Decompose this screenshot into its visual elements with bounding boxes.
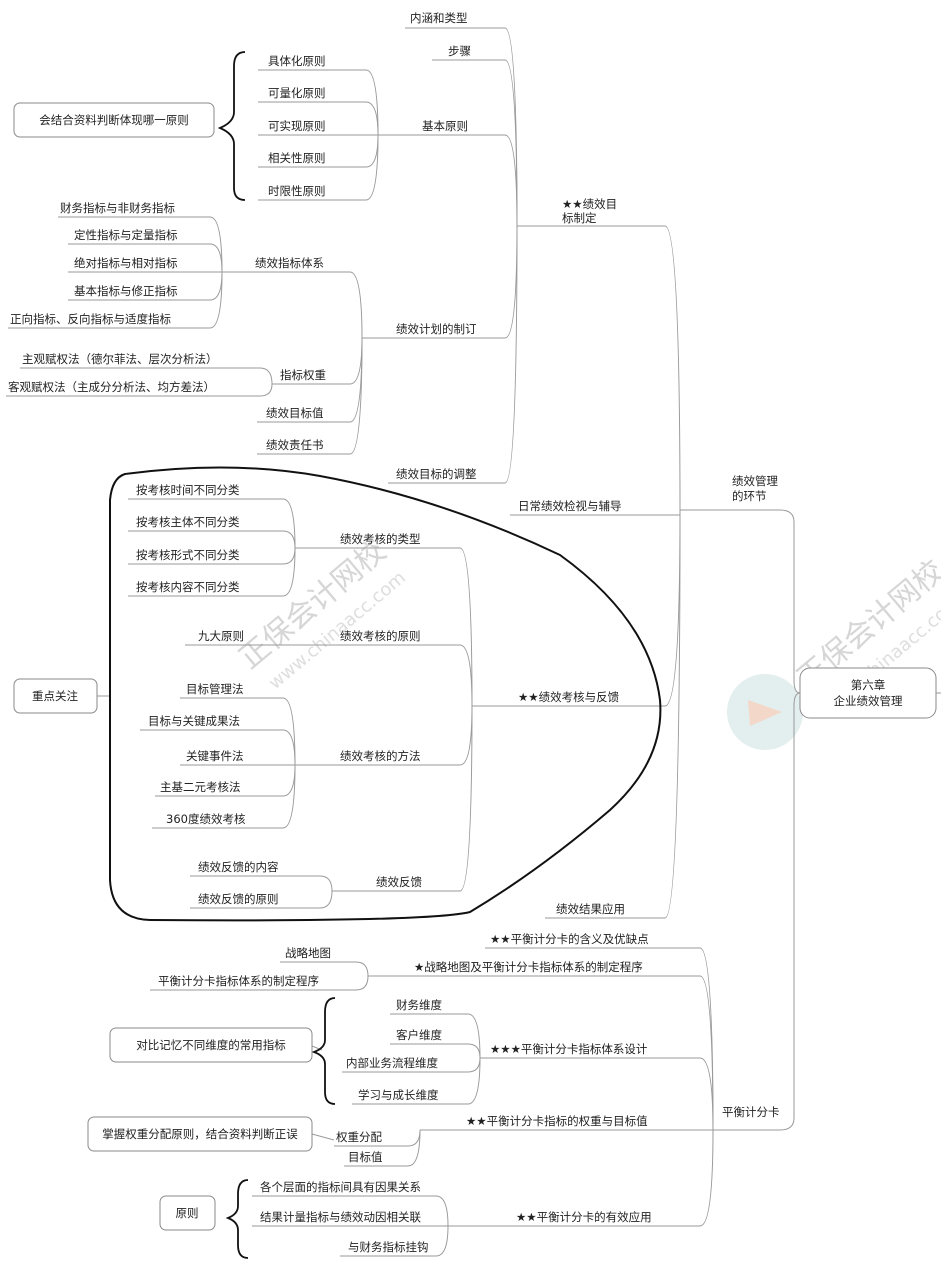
weight-method: 客观赋权法（主成分分析法、均方差法）: [8, 380, 215, 394]
indicator-item: 定性指标与定量指标: [74, 228, 178, 242]
bsc-effective: ★★平衡计分卡的有效应用: [516, 1210, 652, 1224]
bsc-meaning: ★★平衡计分卡的含义及优缺点: [490, 932, 649, 946]
review-title: ★★绩效考核与反馈: [518, 690, 620, 704]
plan-formulation: 绩效计划的制订: [396, 322, 477, 336]
weight-method: 主观赋权法（德尔菲法、层次分析法）: [22, 352, 218, 366]
monitor: 日常绩效检视与辅导: [518, 499, 622, 513]
review-type-item: 按考核形式不同分类: [136, 548, 240, 562]
branch-bsc: 平衡计分卡: [722, 1105, 780, 1119]
review-type-item: 按考核主体不同分类: [136, 515, 240, 529]
review-feedback-item: 绩效反馈的原则: [198, 892, 279, 906]
plan-title-line-2: 标制定: [562, 211, 597, 225]
plan-adjust: 绩效目标的调整: [396, 467, 477, 481]
review-feedback-item: 绩效反馈的内容: [198, 860, 279, 874]
brace-principles: [217, 51, 246, 201]
bsc-weight-item: 权重分配: [336, 1130, 382, 1144]
plan-connotation: 内涵和类型: [410, 11, 468, 25]
indicator-item: 财务指标与非财务指标: [60, 201, 175, 215]
note-dimension-text: 对比记忆不同维度的常用指标: [136, 1038, 286, 1052]
branch-cycle-line-2: 的环节: [732, 489, 767, 503]
focus-highlight: [109, 466, 662, 922]
root-node[interactable]: 第六章 企业绩效管理: [799, 667, 937, 719]
bsc-strategy-item: 战略地图: [285, 946, 331, 960]
note-focus[interactable]: 重点关注: [13, 678, 98, 714]
principle-item: 具体化原则: [268, 54, 326, 68]
plan-basic-principle: 基本原则: [422, 119, 468, 133]
review-method-item: 目标管理法: [186, 682, 244, 696]
principle-item: 时限性原则: [268, 184, 326, 198]
review-types-title: 绩效考核的类型: [340, 532, 421, 546]
review-feedback-title: 绩效反馈: [376, 875, 422, 889]
indicator-item: 基本指标与修正指标: [74, 284, 178, 298]
review-method-item: 主基二元考核法: [160, 780, 241, 794]
branch-cycle-line-1: 绩效管理: [732, 474, 778, 488]
plan-steps: 步骤: [448, 44, 471, 58]
bsc-dimension-item: 财务维度: [396, 998, 442, 1012]
bsc-effective-item: 各个层面的指标间具有因果关系: [260, 1180, 421, 1194]
review-type-item: 按考核内容不同分类: [136, 580, 240, 594]
note-principle[interactable]: 会结合资料判断体现哪一原则: [13, 102, 215, 138]
plan-title-line-1: ★★绩效目: [562, 197, 617, 211]
bsc-design: ★★★平衡计分卡指标体系设计: [490, 1042, 648, 1056]
bsc-strategy: ★战略地图及平衡计分卡指标体系的制定程序: [414, 960, 643, 974]
principle-item: 可实现原则: [268, 119, 326, 133]
review-method-item: 关键事件法: [186, 749, 244, 763]
bsc-effective-item: 与财务指标挂钩: [348, 1240, 429, 1254]
review-method-item: 目标与关键成果法: [148, 714, 240, 728]
brace-dimensions: [311, 997, 336, 1105]
review-methods-title: 绩效考核的方法: [340, 749, 421, 763]
plan-weight: 指标权重: [280, 368, 326, 382]
review-nine: 九大原则: [198, 629, 244, 643]
bsc-strategy-item: 平衡计分卡指标体系的制定程序: [158, 974, 319, 988]
plan-indicator-system: 绩效指标体系: [255, 256, 324, 270]
bsc-weight-title: ★★平衡计分卡指标的权重与目标值: [466, 1114, 648, 1128]
plan-target-value: 绩效目标值: [266, 406, 324, 420]
root-line-1: 第六章: [851, 678, 886, 692]
bsc-dimension-item: 内部业务流程维度: [346, 1056, 438, 1070]
root-line-2: 企业绩效管理: [834, 694, 903, 708]
indicator-item: 正向指标、反向指标与适度指标: [10, 312, 171, 326]
bsc-effective-item: 结果计量指标与绩效动因相关联: [260, 1210, 421, 1224]
apply: 绩效结果应用: [556, 902, 625, 916]
note-weight-text: 掌握权重分配原则，结合资料判断正误: [102, 1127, 298, 1141]
note-focus-text: 重点关注: [32, 689, 78, 703]
bsc-weight-item: 目标值: [348, 1150, 383, 1164]
bsc-dimension-item: 学习与成长维度: [358, 1088, 439, 1102]
plan-responsibility: 绩效责任书: [266, 438, 324, 452]
brace-effective: [225, 1179, 249, 1259]
review-principles-title: 绩效考核的原则: [340, 629, 421, 643]
note-weight[interactable]: 掌握权重分配原则，结合资料判断正误: [87, 1116, 313, 1152]
principle-item: 可量化原则: [268, 86, 326, 100]
note-effective-text: 原则: [176, 1206, 199, 1220]
connectors: [6, 27, 941, 1257]
note-principle-text: 会结合资料判断体现哪一原则: [39, 113, 189, 127]
labels: 绩效管理 的环节 平衡计分卡 ★★绩效目 标制定 内涵和类型 步骤 基本原则 具…: [8, 11, 780, 1254]
bsc-dimension-item: 客户维度: [396, 1028, 442, 1042]
review-method-item: 360度绩效考核: [166, 812, 246, 826]
indicator-item: 绝对指标与相对指标: [74, 256, 178, 270]
principle-item: 相关性原则: [268, 151, 326, 165]
review-type-item: 按考核时间不同分类: [136, 483, 240, 497]
note-dimension[interactable]: 对比记忆不同维度的常用指标: [109, 1027, 313, 1063]
note-effective[interactable]: 原则: [159, 1195, 216, 1231]
